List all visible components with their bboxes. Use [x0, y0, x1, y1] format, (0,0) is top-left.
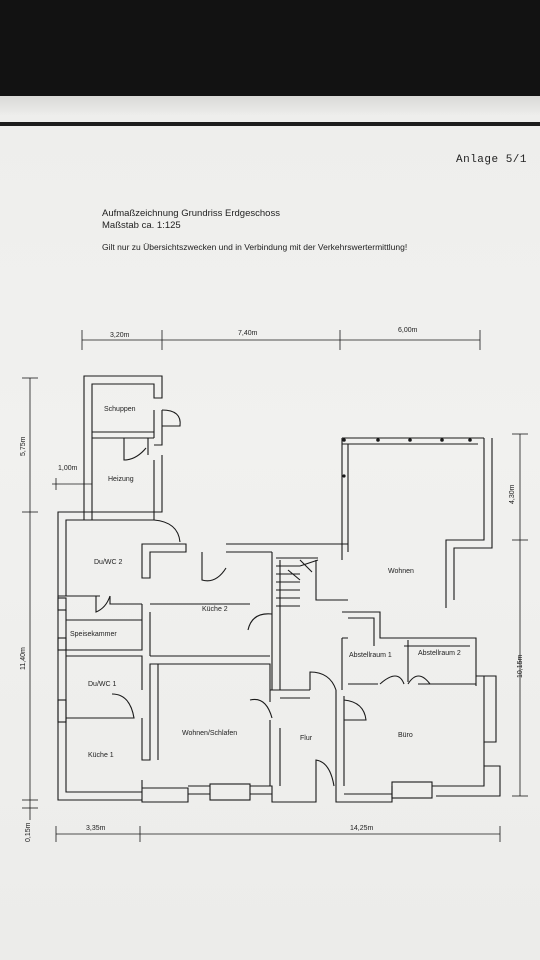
wall-duwc1-right [141, 663, 159, 761]
room-wohnen: Wohnen [388, 568, 414, 575]
wall-bottom-seg2 [188, 785, 210, 795]
window-bottom-1 [209, 783, 251, 801]
wohnen-window-marks [342, 438, 472, 478]
dim-bottom-1: 3,35m [86, 825, 106, 832]
wall-schuppen-outer [83, 375, 163, 521]
dim-top-3: 6,00m [398, 327, 418, 334]
wall-flur-top [270, 689, 310, 699]
room-duwc2: Du/WC 2 [94, 559, 123, 566]
door-abstellraum [379, 675, 431, 685]
door-duwc1 [111, 693, 135, 719]
wall-flur-right [335, 690, 345, 786]
wall-wohnschlaf-top [158, 663, 271, 702]
paper-sheet [0, 96, 540, 960]
dim-left-lower: 11,40m [20, 647, 27, 670]
dim-top-2: 7,40m [238, 330, 258, 337]
wall-heizung-right [147, 437, 163, 513]
room-kueche2: Küche 2 [202, 606, 228, 613]
room-kueche1: Küche 1 [88, 752, 114, 759]
dim-top-1: 3,20m [110, 332, 130, 339]
door-wohnschlaf [249, 698, 273, 719]
room-schuppen: Schuppen [104, 406, 136, 413]
staircase [276, 557, 319, 607]
wall-left-top [57, 511, 155, 597]
door-heizung [123, 438, 147, 461]
wall-duwc2-right [141, 543, 187, 579]
plan-title: Aufmaßzeichnung Grundriss Erdgeschoss [102, 208, 280, 219]
wall-speisekammer-top [66, 595, 250, 605]
paper-shadow [0, 96, 540, 116]
dim-right-upper: 4,30m [509, 484, 516, 504]
wall-kueche2-top [226, 543, 348, 553]
wall-left-outer [57, 596, 142, 801]
room-abstellraum1: Abstellraum 1 [349, 652, 392, 659]
dim-right-lower: 10,15m [517, 654, 524, 678]
wall-bottom-seg4 [335, 786, 393, 803]
window-left-2 [57, 637, 67, 651]
door-speisekammer [95, 595, 111, 613]
door-schuppen [161, 409, 181, 427]
wall-right-lower [476, 675, 497, 743]
room-duwc1: Du/WC 1 [88, 681, 117, 688]
room-wohnen-schlafen: Wohnen/Schlafen [182, 730, 237, 737]
annex-label: Anlage 5/1 [456, 154, 528, 166]
door-kueche2 [201, 552, 227, 582]
wall-wohnen-top [342, 437, 484, 445]
door-kueche2-flur [247, 613, 273, 631]
room-speisekammer: Speisekammer [70, 631, 117, 638]
dim-left-inset: 1,00m [58, 465, 78, 472]
door-flur-top [309, 671, 337, 691]
door-buero [343, 699, 367, 721]
room-flur: Flur [300, 735, 313, 742]
wall-duwc1-top [66, 655, 270, 690]
wall-wohnen-left [341, 438, 349, 560]
wall-bottom-seg1 [141, 780, 189, 803]
window-left-3 [57, 699, 67, 723]
wall-abstellraum-top [342, 611, 477, 686]
wall-flur-left [269, 720, 281, 786]
dim-left-upper: 5,75m [20, 436, 27, 456]
plan-note: Gilt nur zu Übersichtszwecken und in Ver… [102, 242, 408, 252]
wall-schuppen-right [153, 410, 163, 446]
wall-bottom-seg5 [432, 765, 501, 797]
dim-left-small: 0,15m [25, 822, 32, 842]
dim-bottom-2: 14,25m [350, 825, 374, 832]
room-heizung: Heizung [108, 476, 134, 483]
wall-stair-right [315, 560, 348, 601]
room-buero: Büro [398, 732, 413, 739]
plan-scale: Maßstab ca. 1:125 [102, 220, 181, 231]
door-duwc2 [153, 519, 181, 543]
window-bottom-2 [391, 781, 433, 799]
wall-right-upper [445, 438, 493, 608]
door-entrance [315, 759, 335, 787]
wall-bottom-seg3 [250, 785, 317, 803]
wall-abstellraum-split [341, 637, 409, 690]
window-left-1 [57, 597, 67, 611]
room-abstellraum2: Abstellraum 2 [418, 650, 461, 657]
wall-stair-left [271, 552, 281, 691]
header-rule [0, 122, 540, 126]
wall-speisekammer [66, 604, 151, 656]
